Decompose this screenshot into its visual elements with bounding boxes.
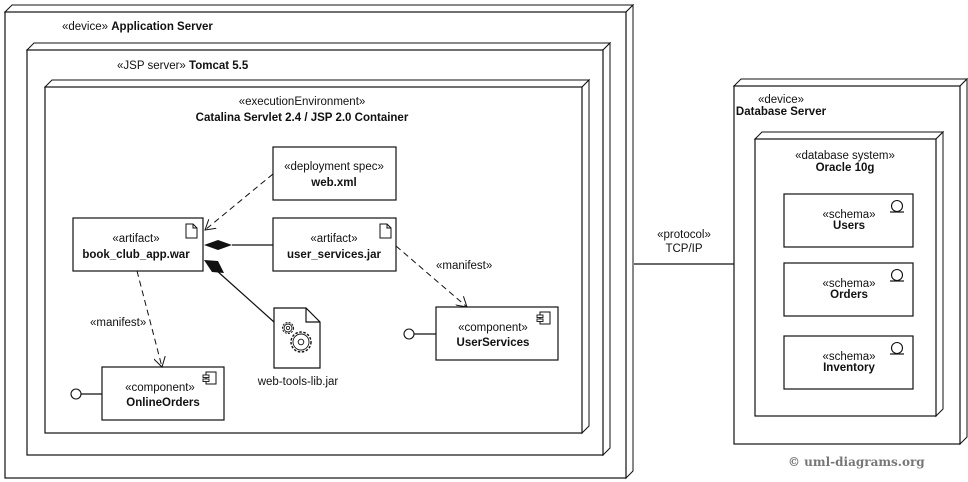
document-icon [379, 223, 392, 239]
node-title: Oracle 10g [816, 162, 875, 174]
composition-web-tools-lib[interactable] [204, 260, 275, 323]
schema-icon [890, 199, 904, 213]
schema-name: Users [833, 220, 865, 232]
component-stereotype: «component» [125, 382, 195, 394]
manifest-jar-to-user-services[interactable] [395, 245, 467, 307]
node-stereotype: «database system» [795, 150, 895, 162]
component-name: OnlineOrders [126, 397, 200, 409]
schema-inventory[interactable]: «schema» Inventory [783, 335, 914, 390]
document-icon [185, 223, 198, 239]
copyright-text: © uml-diagrams.org [788, 455, 925, 469]
schema-icon [890, 341, 904, 355]
schema-users[interactable]: «schema» Users [783, 193, 914, 248]
large-gear-icon [290, 331, 312, 353]
artifact-name: web-tools-lib.jar [257, 376, 339, 388]
component-icon [536, 311, 551, 325]
small-gear-icon [282, 322, 294, 334]
composition-user-services-jar[interactable] [204, 240, 273, 250]
schema-orders[interactable]: «schema» Orders [783, 262, 914, 317]
artifact-stereotype: «deployment spec» [284, 161, 384, 173]
artifact-stereotype: «artifact» [310, 233, 357, 245]
schema-name: Orders [830, 289, 868, 301]
protocol-stereotype: «protocol» [657, 229, 711, 241]
artifact-name: user_services.jar [287, 249, 382, 261]
artifact-user-services-jar[interactable]: «artifact» user_services.jar [272, 217, 397, 272]
node-stereotype: «device» [758, 94, 804, 106]
manifest-label-right: «manifest» [436, 260, 492, 272]
artifact-name: web.xml [310, 177, 356, 189]
node-title: «device» Application Server [62, 21, 213, 33]
manifest-label-left: «manifest» [90, 317, 146, 329]
schema-icon [890, 268, 904, 282]
artifact-web-tools-lib[interactable]: web-tools-lib.jar [257, 307, 339, 388]
provided-interface-online-orders[interactable] [70, 388, 102, 400]
artifact-web-xml[interactable]: «deployment spec» web.xml [272, 146, 397, 201]
component-online-orders[interactable]: «component» OnlineOrders [101, 366, 225, 421]
schema-stereotype: «schema» [822, 278, 875, 290]
dependency-web-xml-to-war[interactable] [205, 173, 274, 230]
component-name: UserServices [457, 337, 530, 349]
provided-interface-user-services[interactable] [403, 328, 436, 340]
artifact-book-club-app-war[interactable]: «artifact» book_club_app.war [72, 217, 204, 272]
schema-stereotype: «schema» [822, 351, 875, 363]
manifest-war-to-online-orders[interactable] [136, 270, 162, 367]
schema-name: Inventory [823, 362, 875, 374]
artifact-name: book_club_app.war [82, 249, 190, 261]
component-icon [202, 371, 217, 385]
node-title: Catalina Servlet 2.4 / JSP 2.0 Container [196, 112, 409, 124]
node-title: Database Server [736, 106, 827, 118]
node-stereotype: «executionEnvironment» [239, 96, 366, 108]
component-user-services[interactable]: «component» UserServices [435, 306, 559, 361]
node-title: «JSP server» Tomcat 5.5 [117, 60, 249, 72]
component-stereotype: «component» [458, 322, 528, 334]
schema-stereotype: «schema» [822, 209, 875, 221]
artifact-stereotype: «artifact» [112, 233, 159, 245]
protocol-name: TCP/IP [665, 243, 702, 255]
